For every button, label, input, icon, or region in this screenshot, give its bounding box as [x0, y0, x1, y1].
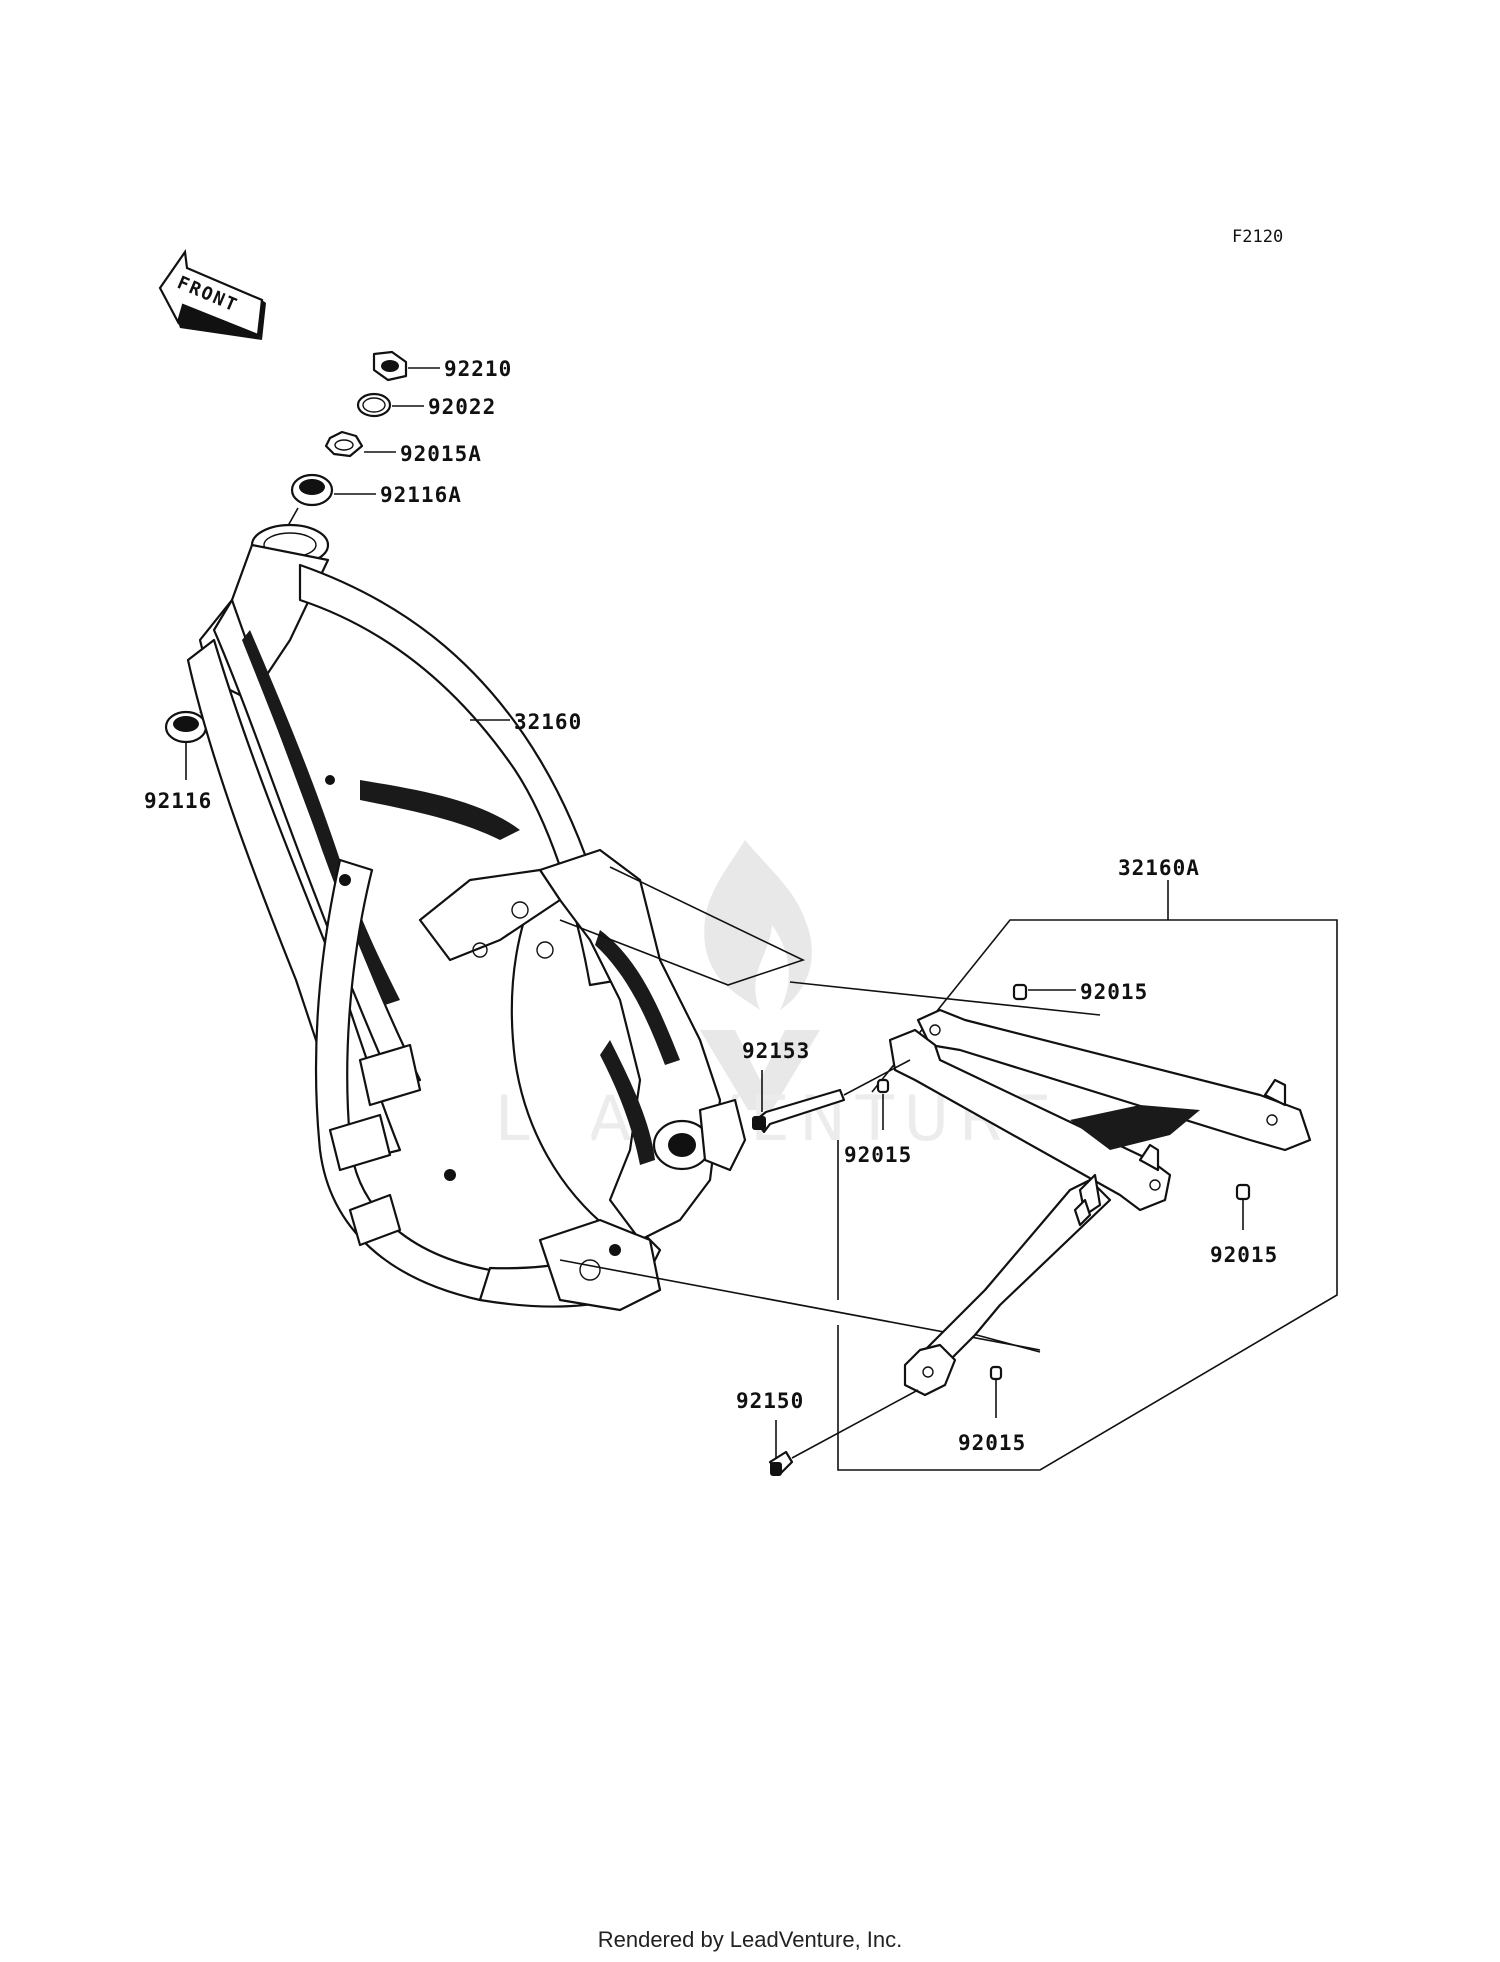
- nut-92210-icon: [372, 350, 408, 382]
- label-92015A: 92015A: [400, 442, 482, 466]
- label-92153: 92153: [742, 1039, 810, 1063]
- bolt-92015-d-icon: [989, 1365, 1003, 1381]
- bolt-92150-icon: [768, 1450, 794, 1476]
- nut-92015A-icon: [324, 430, 364, 458]
- diagram-code: F2120: [1232, 227, 1283, 247]
- bolt-92015-a-icon: [1012, 983, 1028, 1001]
- label-92116A: 92116A: [380, 483, 462, 507]
- label-92150: 92150: [736, 1389, 804, 1413]
- label-92022: 92022: [428, 395, 496, 419]
- bolt-92153-icon: [752, 1088, 846, 1134]
- label-92210: 92210: [444, 357, 512, 381]
- label-32160: 32160: [514, 710, 582, 734]
- label-32160A: 32160A: [1118, 856, 1200, 880]
- bearing-92116A-icon: [290, 473, 334, 507]
- washer-92022-icon: [356, 392, 392, 418]
- label-92015-b: 92015: [844, 1143, 912, 1167]
- bearing-92116-icon: [164, 710, 208, 744]
- bolt-92015-c-icon: [1235, 1183, 1251, 1201]
- label-92015-c: 92015: [1210, 1243, 1278, 1267]
- bolt-92015-b-icon: [876, 1078, 890, 1094]
- watermark-logo: [700, 840, 820, 1110]
- label-92015-d: 92015: [958, 1431, 1026, 1455]
- front-arrow-icon: [158, 249, 266, 340]
- main-frame-32160: [186, 523, 747, 1312]
- footer-credit: Rendered by LeadVenture, Inc.: [597, 1927, 903, 1952]
- label-92116: 92116: [144, 789, 212, 813]
- label-92015-a: 92015: [1080, 980, 1148, 1004]
- subframe-32160A: [888, 1008, 1312, 1397]
